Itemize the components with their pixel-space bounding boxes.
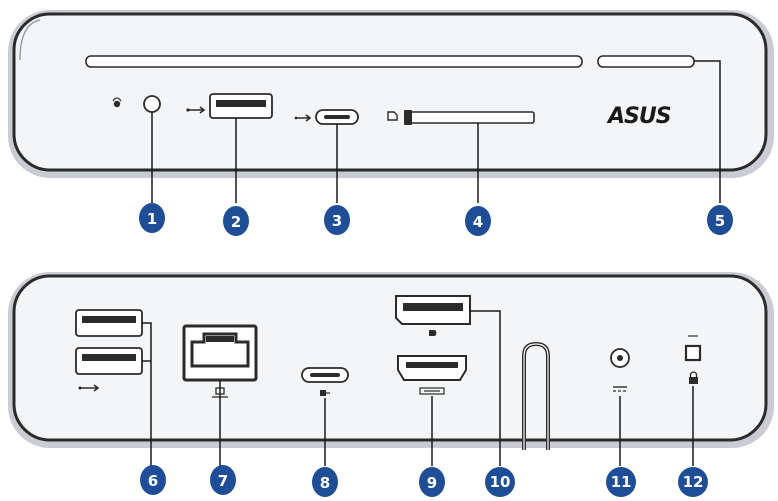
dc-in-icon — [613, 386, 627, 392]
callout-3: 3 — [324, 205, 350, 235]
front-panel-inner-edge — [19, 19, 41, 61]
svg-text:7: 7 — [218, 472, 228, 490]
callout-10: 10 — [485, 467, 515, 497]
svg-text:11: 11 — [611, 473, 632, 491]
svg-text:1: 1 — [147, 210, 157, 228]
rear-leader-lines — [142, 310, 694, 466]
brand-logo: ASUS — [606, 104, 671, 129]
card-reader-icon — [387, 111, 398, 121]
ethernet-port — [182, 324, 258, 382]
cable-hook — [522, 341, 550, 450]
callout-11: 11 — [606, 467, 636, 497]
hdmi-port — [397, 355, 467, 381]
callout-5: 5 — [707, 205, 733, 235]
rear-panel-body — [12, 274, 768, 442]
svg-text:8: 8 — [320, 474, 330, 492]
usb-c-power-icon — [320, 390, 330, 396]
front-leader-lines — [151, 60, 721, 203]
usb-a-port-rear-top — [75, 309, 143, 337]
usb-icon — [186, 106, 206, 114]
usb-c-port-front — [315, 109, 359, 125]
usb-a-port-front — [209, 93, 273, 119]
usb-c-icon — [294, 114, 312, 122]
displayport-port — [395, 295, 471, 325]
callout-6: 6 — [140, 465, 166, 495]
headphone-jack-port — [143, 95, 161, 113]
power-button — [597, 55, 695, 68]
displayport-icon — [429, 330, 437, 336]
rear-panel — [8, 272, 774, 450]
callout-2: 2 — [223, 206, 249, 236]
svg-text:5: 5 — [715, 212, 725, 230]
headphone-icon — [112, 97, 122, 108]
usb-c-port-rear — [301, 367, 349, 383]
svg-text:4: 4 — [473, 213, 483, 231]
callout-7: 7 — [210, 465, 236, 495]
svg-text:10: 10 — [490, 473, 511, 491]
svg-text:3: 3 — [332, 212, 342, 230]
card-reader-slot — [404, 110, 535, 125]
usb-a-port-rear-bottom — [75, 347, 143, 375]
usb-icon — [78, 384, 100, 392]
svg-text:12: 12 — [683, 473, 704, 491]
security-lock-slot — [684, 335, 702, 362]
callout-4: 4 — [465, 206, 491, 236]
callout-8: 8 — [312, 467, 338, 497]
callout-12: 12 — [678, 467, 708, 497]
front-panel-body — [12, 12, 768, 172]
front-panel: ASUS — [8, 10, 774, 178]
svg-text:6: 6 — [148, 472, 158, 490]
callout-1: 1 — [139, 203, 165, 233]
svg-text:9: 9 — [427, 474, 437, 492]
lock-icon — [689, 371, 698, 384]
svg-text:2: 2 — [231, 213, 241, 231]
optical-drive-slot — [85, 55, 583, 68]
dc-in-port — [610, 348, 630, 368]
callout-9: 9 — [419, 467, 445, 497]
hdmi-icon — [419, 387, 445, 395]
